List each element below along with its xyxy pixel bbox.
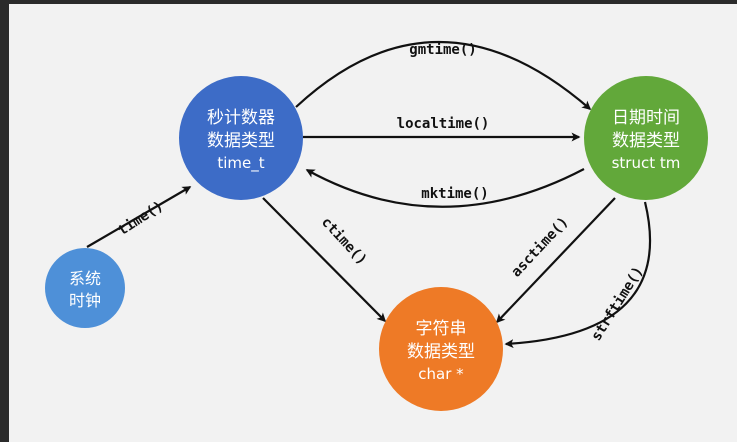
edge-mktime: mktime() [305, 168, 585, 208]
edge-asctime-label: asctime() [508, 214, 571, 280]
diagram-svg: time() gmtime() localtime() mktime() cti… [45, 40, 708, 411]
node-system-clock-circle [45, 248, 125, 328]
edge-gmtime-path [295, 40, 592, 110]
node-time-t-line2: 数据类型 [207, 131, 275, 151]
node-struct-tm-circle [584, 76, 708, 200]
edge-localtime-label: localtime() [397, 116, 490, 132]
node-char-line1: 字符串 [416, 319, 467, 339]
edge-localtime: localtime() [303, 116, 581, 142]
edge-gmtime: gmtime() [295, 40, 592, 110]
node-time-t: 秒计数器 数据类型 time_t [179, 76, 303, 200]
edge-time-label: time() [115, 198, 166, 239]
diagram-canvas: time() gmtime() localtime() mktime() cti… [9, 4, 737, 442]
node-char-line3: char * [418, 365, 464, 383]
edge-strftime: strftime() [504, 201, 652, 349]
node-struct-tm-line3: struct tm [612, 154, 681, 172]
node-time-t-line1: 秒计数器 [207, 108, 275, 128]
edge-asctime-line [495, 197, 616, 324]
node-char: 字符串 数据类型 char * [379, 287, 503, 411]
node-system-clock: 系统 时钟 [45, 248, 125, 328]
edge-ctime-line [262, 197, 387, 323]
edge-mktime-label: mktime() [421, 186, 488, 202]
node-struct-tm: 日期时间 数据类型 struct tm [584, 76, 708, 200]
edge-strftime-label: strftime() [588, 264, 646, 344]
node-char-circle [379, 287, 503, 411]
node-struct-tm-line1: 日期时间 [612, 108, 680, 128]
edge-ctime: ctime() [262, 197, 387, 323]
edge-gmtime-label: gmtime() [409, 42, 476, 58]
edge-asctime: asctime() [495, 197, 616, 324]
node-system-clock-line2: 时钟 [69, 291, 101, 310]
node-time-t-line3: time_t [217, 154, 264, 173]
node-time-t-circle [179, 76, 303, 200]
node-char-line2: 数据类型 [407, 342, 475, 362]
edge-time-line [86, 186, 192, 248]
edge-mktime-path [305, 168, 585, 208]
node-struct-tm-line2: 数据类型 [612, 131, 680, 151]
edge-time: time() [86, 186, 192, 248]
edge-strftime-path [504, 201, 652, 349]
node-system-clock-line1: 系统 [69, 269, 101, 288]
